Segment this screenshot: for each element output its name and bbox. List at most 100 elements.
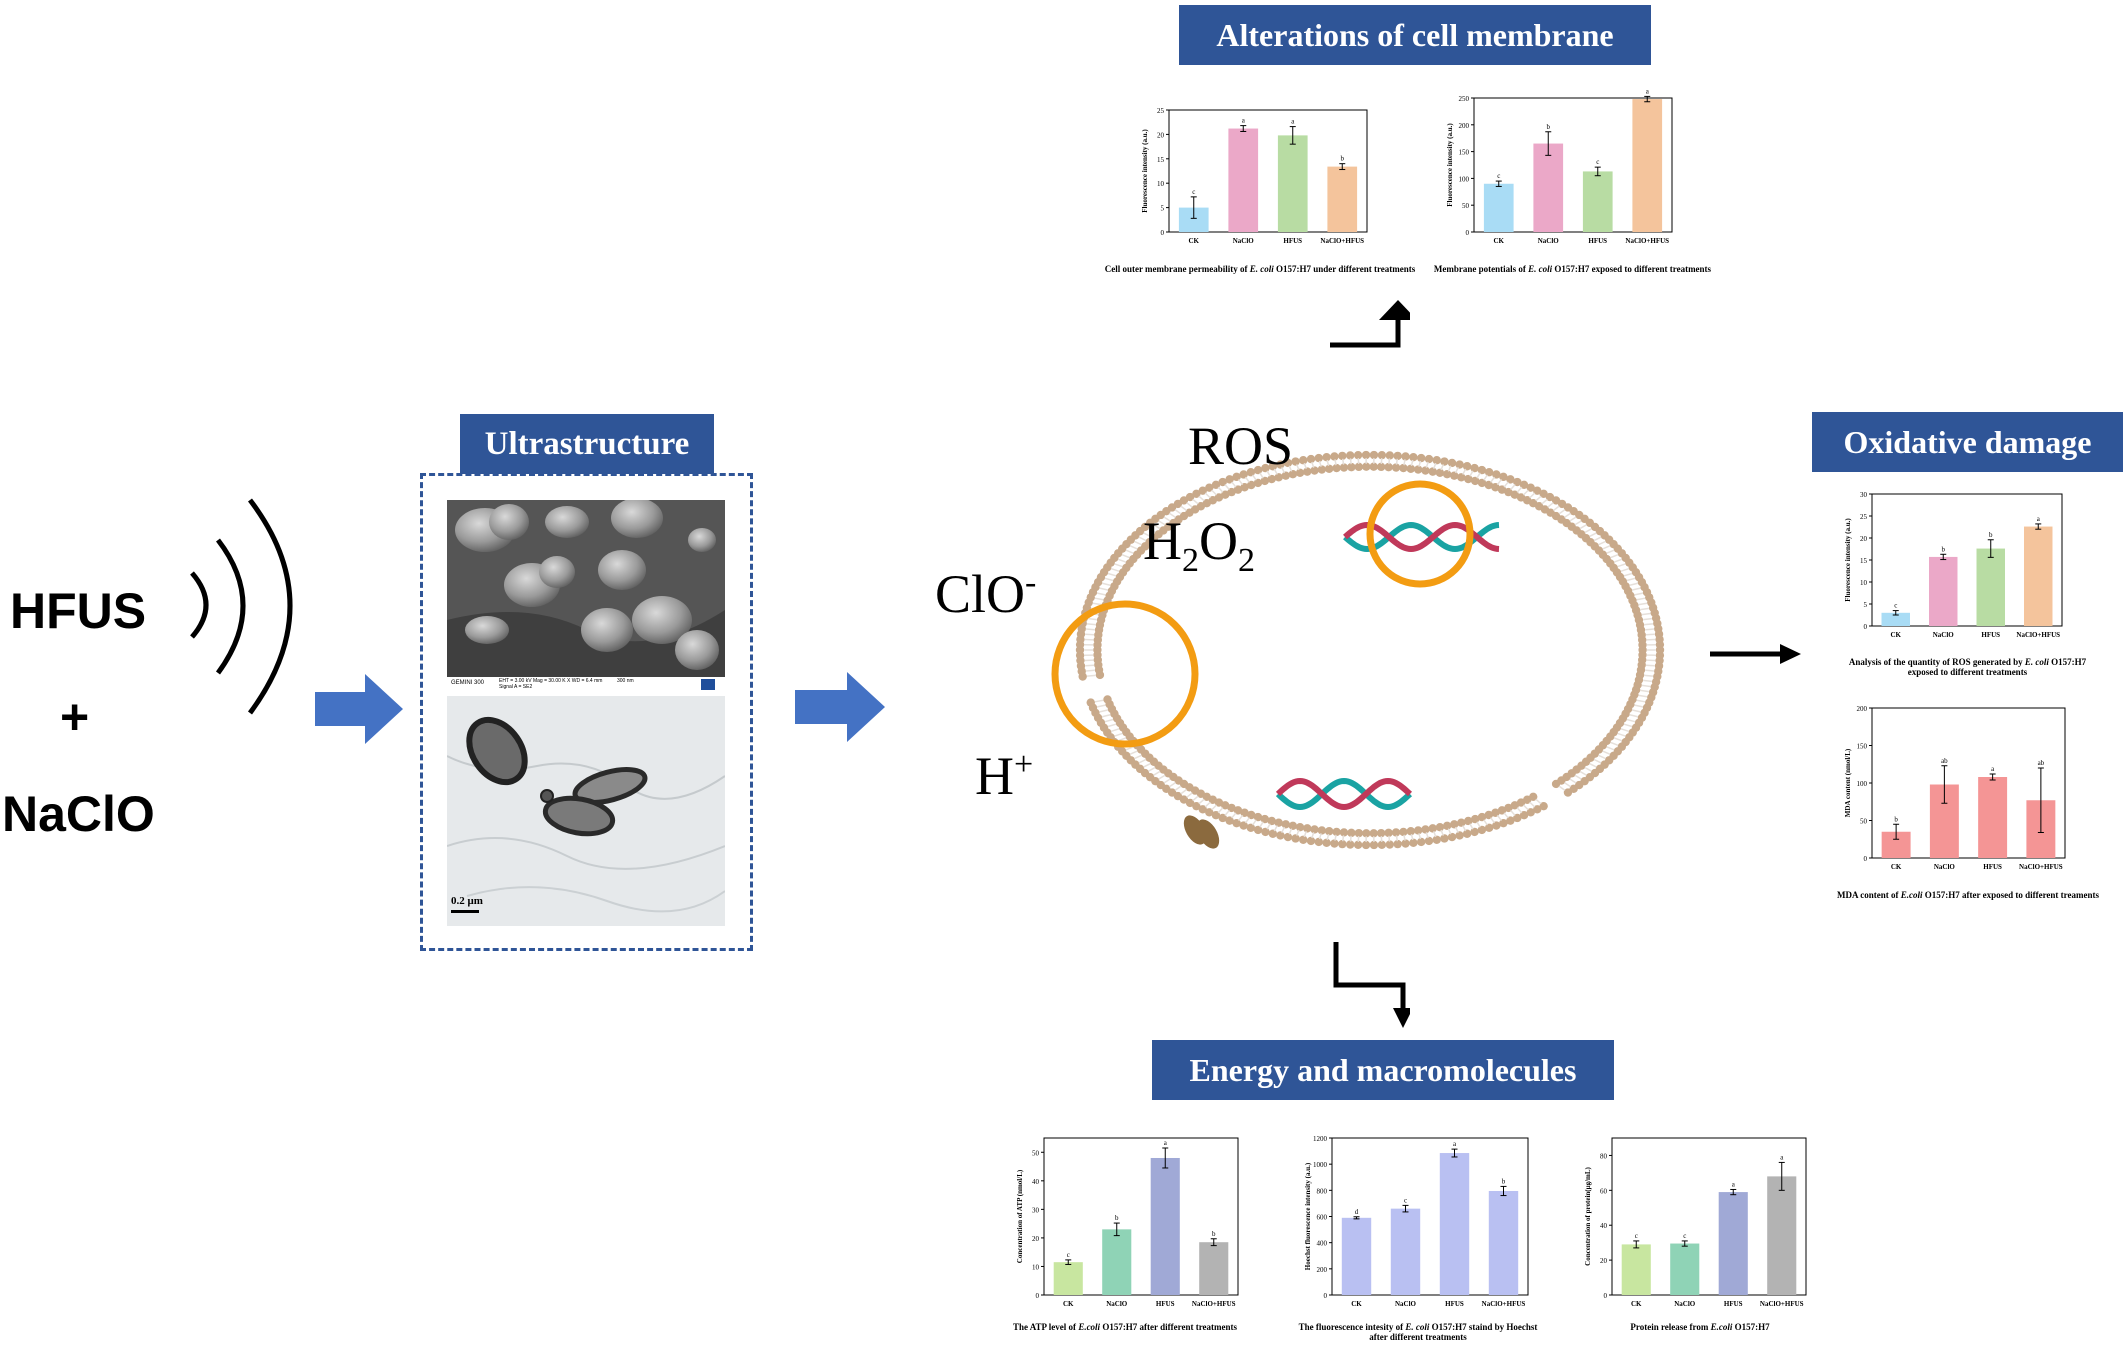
lipid-tail	[1403, 834, 1406, 841]
lipid-head	[1450, 471, 1459, 480]
caption-atp-level: The ATP level of E.coli O157:H7 after di…	[990, 1322, 1260, 1332]
label-h2o2: H2O2	[1143, 510, 1255, 580]
tem-micrograph: 0.2 μm	[447, 696, 725, 926]
membrane-channel-icon	[1183, 815, 1220, 849]
lipid-tail	[1217, 486, 1224, 493]
lipid-head	[1225, 816, 1234, 825]
treatment-hfus: HFUS	[10, 583, 147, 639]
lipid-head	[1406, 827, 1416, 836]
lipid-tail	[1620, 728, 1630, 733]
lipid-head	[1450, 820, 1459, 829]
flow-arrow-1-icon	[315, 674, 403, 744]
lipid-tail	[1643, 679, 1652, 683]
lipid-head	[1513, 477, 1522, 487]
lipid-tail	[1503, 812, 1509, 819]
lipid-head	[1447, 832, 1457, 842]
x-tick-label: NaClO+HFUS	[2019, 863, 2063, 871]
lipid-tail	[1129, 750, 1138, 755]
lipid-head	[1369, 840, 1379, 850]
lipid-head	[1214, 493, 1224, 502]
lipid-tail	[1334, 834, 1337, 841]
y-axis-label: MDA content (nmol/L)	[1844, 748, 1852, 817]
y-tick-label: 50	[1860, 818, 1868, 826]
lipid-tail	[1629, 714, 1639, 718]
caption-text-a: Protein release from	[1630, 1322, 1711, 1332]
lipid-head	[1253, 478, 1263, 488]
lipid-head	[1227, 487, 1236, 497]
caption-text-b: O157:H7	[1732, 1322, 1770, 1332]
lipid-head	[1346, 451, 1355, 460]
lipid-tail	[1418, 833, 1422, 840]
lipid-head	[1317, 826, 1327, 835]
lipid-head	[1179, 496, 1189, 505]
lipid-tail	[1217, 807, 1224, 814]
lipid-head	[1198, 805, 1207, 814]
lipid-tail	[1418, 460, 1422, 467]
lipid-head	[1539, 489, 1548, 499]
sem-micrograph: GEMINI 300 EHT = 3.00 kV Mag = 30.00 K X…	[447, 500, 725, 693]
lipid-tail	[1640, 607, 1649, 611]
lipid-head	[1369, 462, 1378, 471]
lipid-tail	[1110, 728, 1120, 733]
bar	[1439, 1153, 1470, 1295]
caption-text-i: E.coli	[1078, 1322, 1101, 1332]
plot-frame	[1043, 1137, 1239, 1296]
lipid-tail	[1101, 714, 1111, 718]
lipid-head	[1332, 827, 1341, 837]
lipid-head	[1484, 810, 1493, 820]
lipid-tail	[1606, 746, 1615, 751]
caption-protein-release: Protein release from E.coli O157:H7	[1580, 1322, 1820, 1332]
lipid-tail	[1610, 554, 1619, 559]
lipid-tail	[1311, 832, 1315, 839]
lipid-tail	[1086, 674, 1096, 677]
lipid-head	[1281, 820, 1290, 829]
lipid-tail	[1425, 832, 1429, 839]
lipid-head	[1332, 463, 1341, 473]
significance-letter: b	[1502, 1177, 1506, 1185]
lipid-tail	[1266, 470, 1271, 477]
lipid-tail	[1143, 762, 1151, 768]
lipid-tail	[1529, 801, 1536, 808]
significance-letter: c	[1192, 188, 1195, 196]
lipid-tail	[1273, 825, 1278, 832]
lipid-tail	[1168, 512, 1176, 519]
lipid-tail	[1094, 597, 1104, 601]
bar	[1150, 1157, 1180, 1295]
significance-letter: b	[1341, 155, 1345, 163]
plot-frame	[1168, 109, 1368, 233]
lipid-head	[1457, 818, 1466, 827]
lipid-tail	[1349, 458, 1352, 465]
x-tick-label: CK	[1494, 237, 1505, 245]
lipid-head	[1198, 486, 1207, 495]
treatment-naclo: NaClO	[2, 786, 155, 842]
significance-letter: a	[1780, 1153, 1784, 1161]
lipid-head	[1253, 465, 1263, 475]
y-axis-label: Fluorescence intensity (a.u.)	[1446, 123, 1454, 207]
lipid-tail	[1180, 788, 1188, 795]
lipid-head	[1347, 828, 1356, 838]
lipid-head	[1260, 476, 1270, 486]
lipid-tail	[1186, 502, 1193, 508]
lipid-head	[1086, 698, 1095, 707]
lipid-tail	[1447, 828, 1452, 835]
bar	[2024, 526, 2053, 626]
lipid-head	[1369, 450, 1379, 460]
lipid-head	[1233, 806, 1243, 815]
y-tick-label: 5	[1161, 205, 1165, 213]
x-tick-label: NaClO	[1233, 237, 1255, 245]
lipid-head	[1376, 828, 1386, 838]
lipid-head	[1533, 805, 1542, 814]
bar	[1533, 143, 1564, 232]
clo-text: ClO	[935, 564, 1026, 624]
lipid-tail	[1636, 699, 1646, 703]
x-tick-label: HFUS	[1156, 1300, 1175, 1308]
lipid-head	[1295, 468, 1305, 478]
significance-letter: d	[1355, 1208, 1359, 1216]
y-tick-label: 60	[1600, 1187, 1608, 1195]
lipid-tail	[1134, 540, 1142, 546]
bar	[1488, 1190, 1519, 1295]
bar	[1277, 135, 1308, 232]
lipid-tail	[1244, 817, 1250, 824]
h-text: H	[975, 746, 1014, 806]
y-tick-label: 100	[1857, 780, 1868, 788]
